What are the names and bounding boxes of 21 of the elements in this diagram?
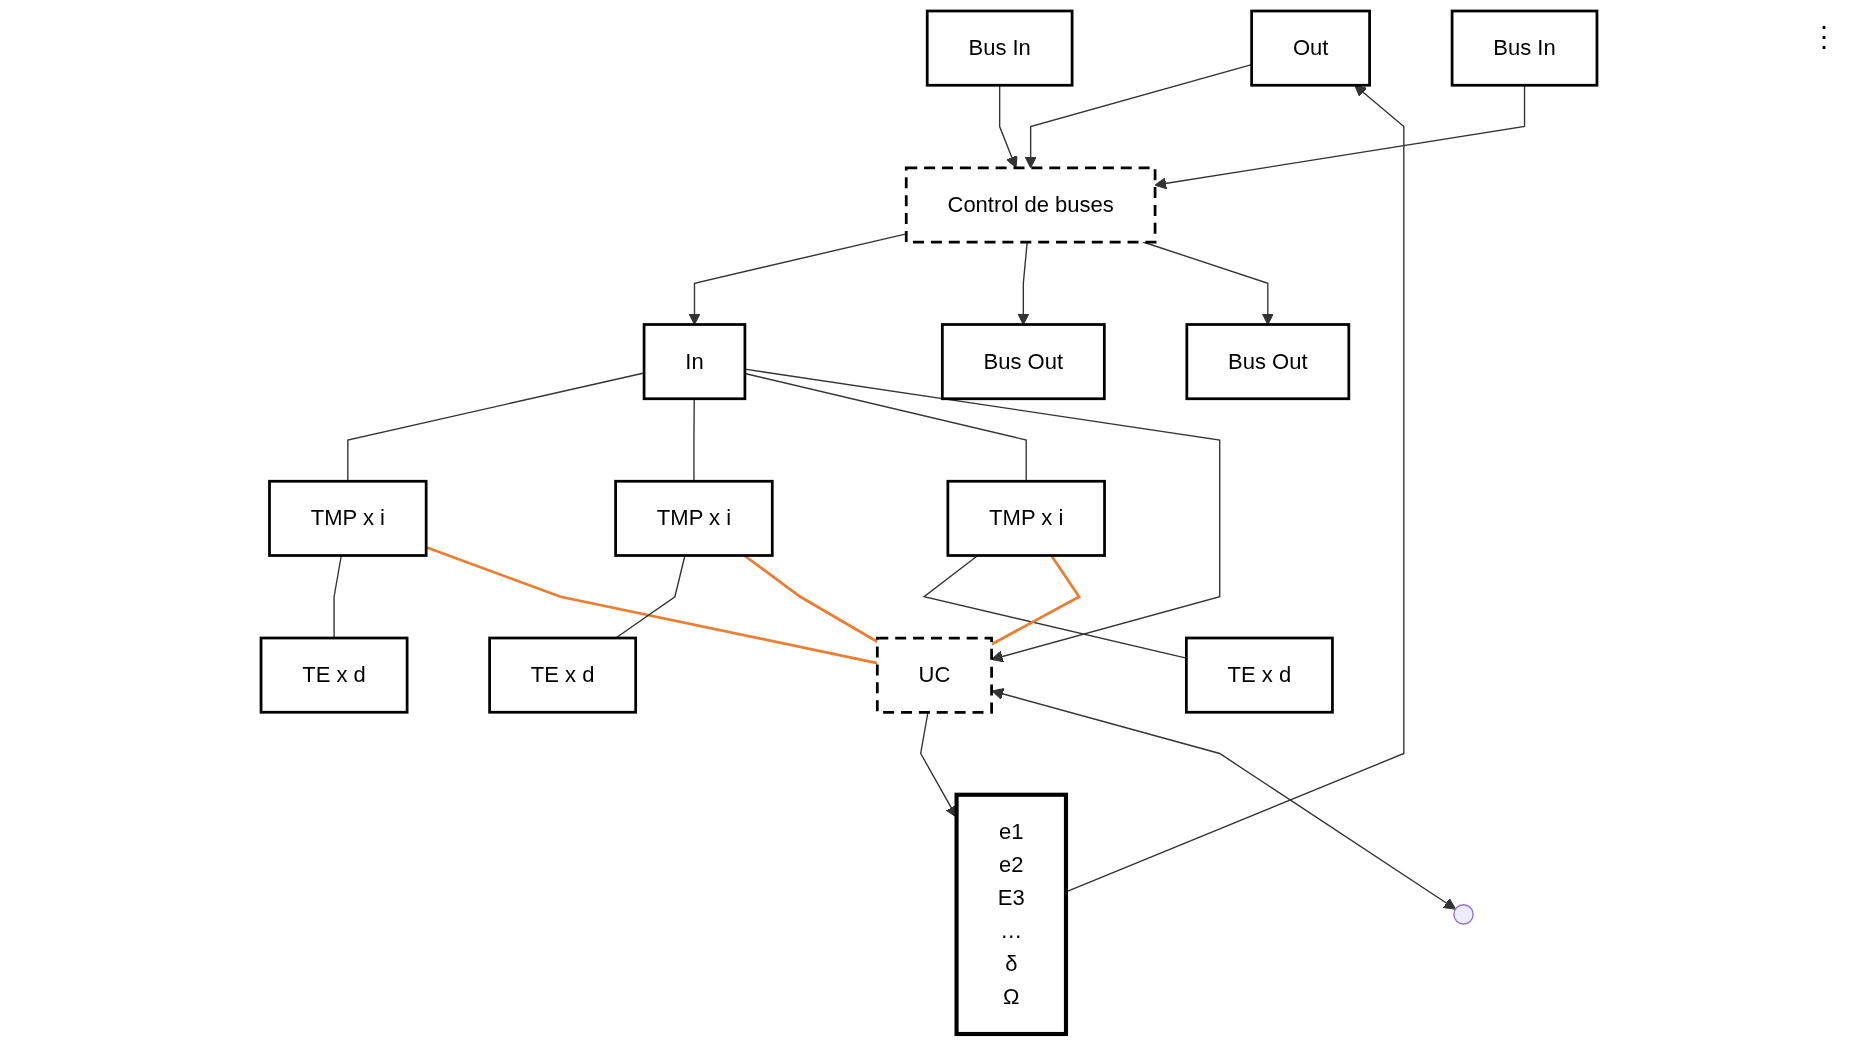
node-box: TE x d xyxy=(1184,636,1334,714)
node-box: In xyxy=(642,323,747,401)
node-box: Bus Out xyxy=(1185,323,1351,401)
connector xyxy=(693,398,695,482)
node-box: TE x d xyxy=(259,636,409,714)
node-box: TMP x i xyxy=(614,479,774,557)
connector xyxy=(744,372,1027,482)
node-box: Bus In xyxy=(925,9,1074,87)
node-box: e1 e2 E3 … δ Ω xyxy=(954,792,1069,1037)
node-box: Bus Out xyxy=(940,323,1106,401)
node-box: Out xyxy=(1250,9,1371,87)
node-box: Bus In xyxy=(1450,9,1599,87)
arrow xyxy=(991,688,1456,910)
node-box: TMP x i xyxy=(946,479,1106,557)
ellipsis-mark: ⋮ xyxy=(1810,20,1838,53)
node-box: TE x d xyxy=(488,636,638,714)
connector xyxy=(347,372,645,482)
arrow xyxy=(744,368,1221,663)
node-box: Control de buses xyxy=(904,166,1157,244)
node-box: UC xyxy=(875,636,993,714)
node-box: TMP x i xyxy=(268,479,428,557)
